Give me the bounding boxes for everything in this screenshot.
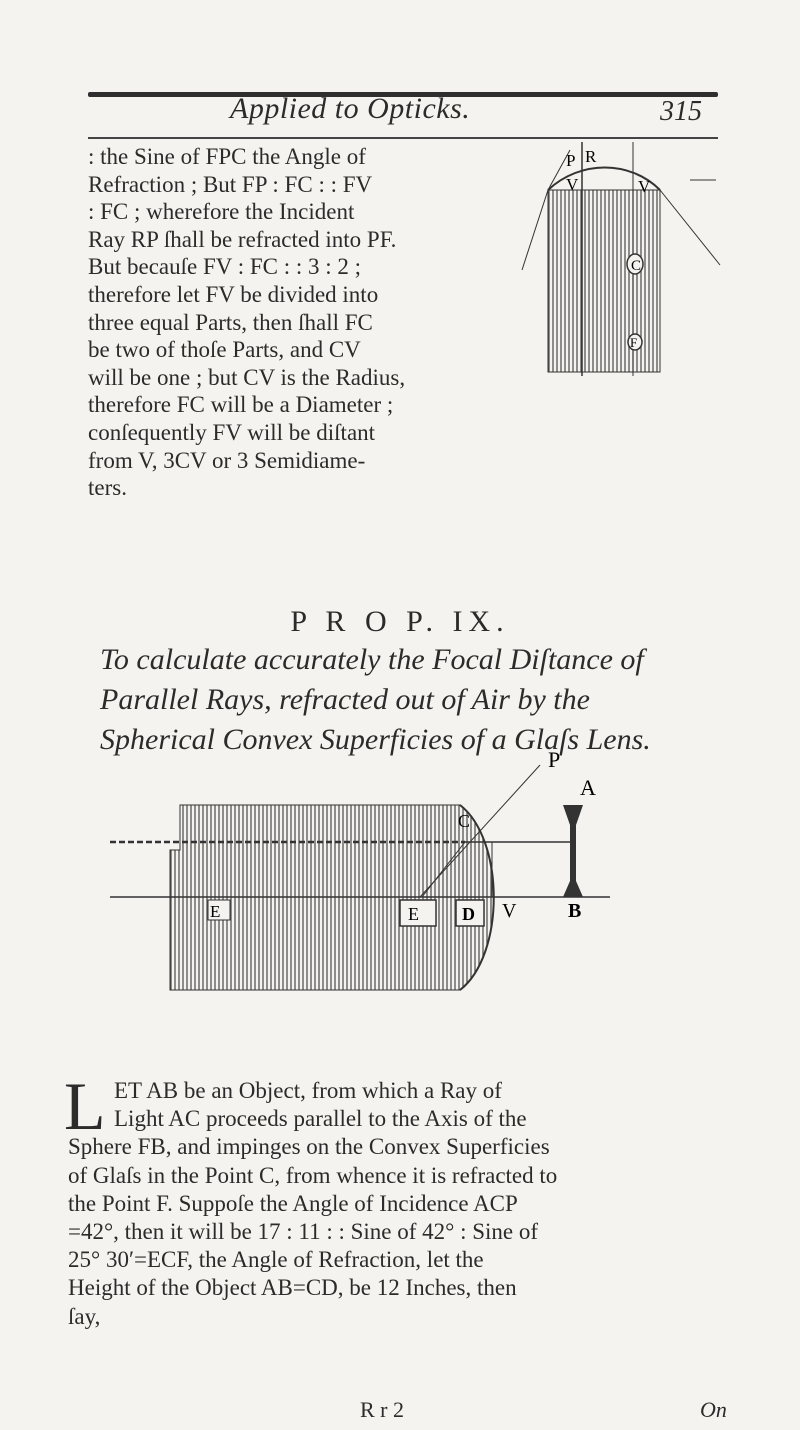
ray-line [659,189,721,266]
text-line: therefore FC will be a Diameter ; [88,392,394,418]
text-line: Sphere FB, and impinges on the Convex Su… [68,1134,550,1160]
label-p: P [566,151,575,170]
text-line: therefore let FV be divided into [88,281,379,307]
catchword: On [700,1397,727,1422]
label-a: A [580,775,596,800]
text-line: ters. [88,475,127,501]
ray-line [521,189,549,271]
normal-line [419,764,541,898]
text-line: Light AC proceeds parallel to the Axis o… [114,1106,527,1132]
label-e: E [408,904,419,924]
text-line: : FC ; wherefore the Incident [88,199,355,225]
text-line: 25° 30′=ECF, the Angle of Refraction, le… [68,1247,484,1273]
figure-vertical-lens: P R V V C F [521,142,721,376]
label-e: E [210,902,220,921]
label-b: B [568,900,581,922]
text-line: will be one ; but CV is the Radius, [88,364,406,390]
label-p: P [548,747,560,772]
text-line: of Glaſs in the Point C, from whence it … [68,1162,558,1188]
header-underline [88,137,718,139]
text-line: ſay, [68,1303,101,1329]
signature-mark: R r 2 [360,1397,404,1422]
text-line: be two of thoſe Parts, and CV [88,337,361,363]
point-marker [627,333,643,351]
page-number: 315 [660,96,702,127]
refracted-ray [421,841,466,898]
text-line: from V, 3CV or 3 Semidiame- [88,447,366,473]
text-line: the Point F. Suppoſe the Angle of Incide… [68,1190,518,1216]
subtitle-line: Parallel Rays, refracted out of Air by t… [100,683,590,716]
text-line: Height of the Object AB=CD, be 12 Inches… [68,1275,517,1301]
subtitle-line: To calculate accurately the Focal Diſtan… [100,643,644,676]
running-head: Applied to Opticks. [230,92,471,125]
proposition-subtitle: To calculate accurately the Focal Diſtan… [100,640,740,760]
label-f: F [630,335,637,350]
text-line: : the Sine of FPC the Angle of [88,144,366,169]
label-box [399,899,437,927]
text-line: Ray RP ſhall be refracted into PF. [88,226,397,252]
drop-cap: L [64,1068,106,1144]
label-r: R [585,147,597,166]
proposition-title: P R O P. IX. [290,605,510,638]
label-c: C [458,811,470,831]
lens-body [547,189,661,373]
top-paragraph: : the Sine of FPC the Angle of Refractio… [88,143,528,502]
ray-line [547,149,571,191]
text-line: three equal Parts, then ſhall FC [88,309,373,335]
text-line: But becauſe FV : FC : : 3 : 2 ; [88,254,362,280]
object-ab-marker [563,805,583,897]
label-v: V [638,177,651,196]
lens-curved-surface [547,166,661,191]
main-paragraph: ET AB be an Object, from which a Ray of … [68,1077,738,1331]
figure-horizontal-lens: P C A E E D V B [110,747,610,991]
subtitle-line: Spherical Convex Superficies of a Glaſs … [100,723,651,756]
text-line: ET AB be an Object, from which a Ray of [114,1078,502,1103]
label-v: V [502,900,517,922]
text-line: Refraction ; But FP : FC : : FV [88,171,373,197]
label-v: V [566,175,579,194]
text-line: =42°, then it will be 17 : 11 : : Sine o… [68,1219,539,1245]
point-marker [626,253,644,275]
label-c: C [631,258,641,274]
header-rule [88,92,718,97]
label-box [455,899,485,927]
label-box [207,899,231,921]
label-d: D [462,904,475,924]
text-line: conſequently FV will be diſtant [88,419,376,445]
